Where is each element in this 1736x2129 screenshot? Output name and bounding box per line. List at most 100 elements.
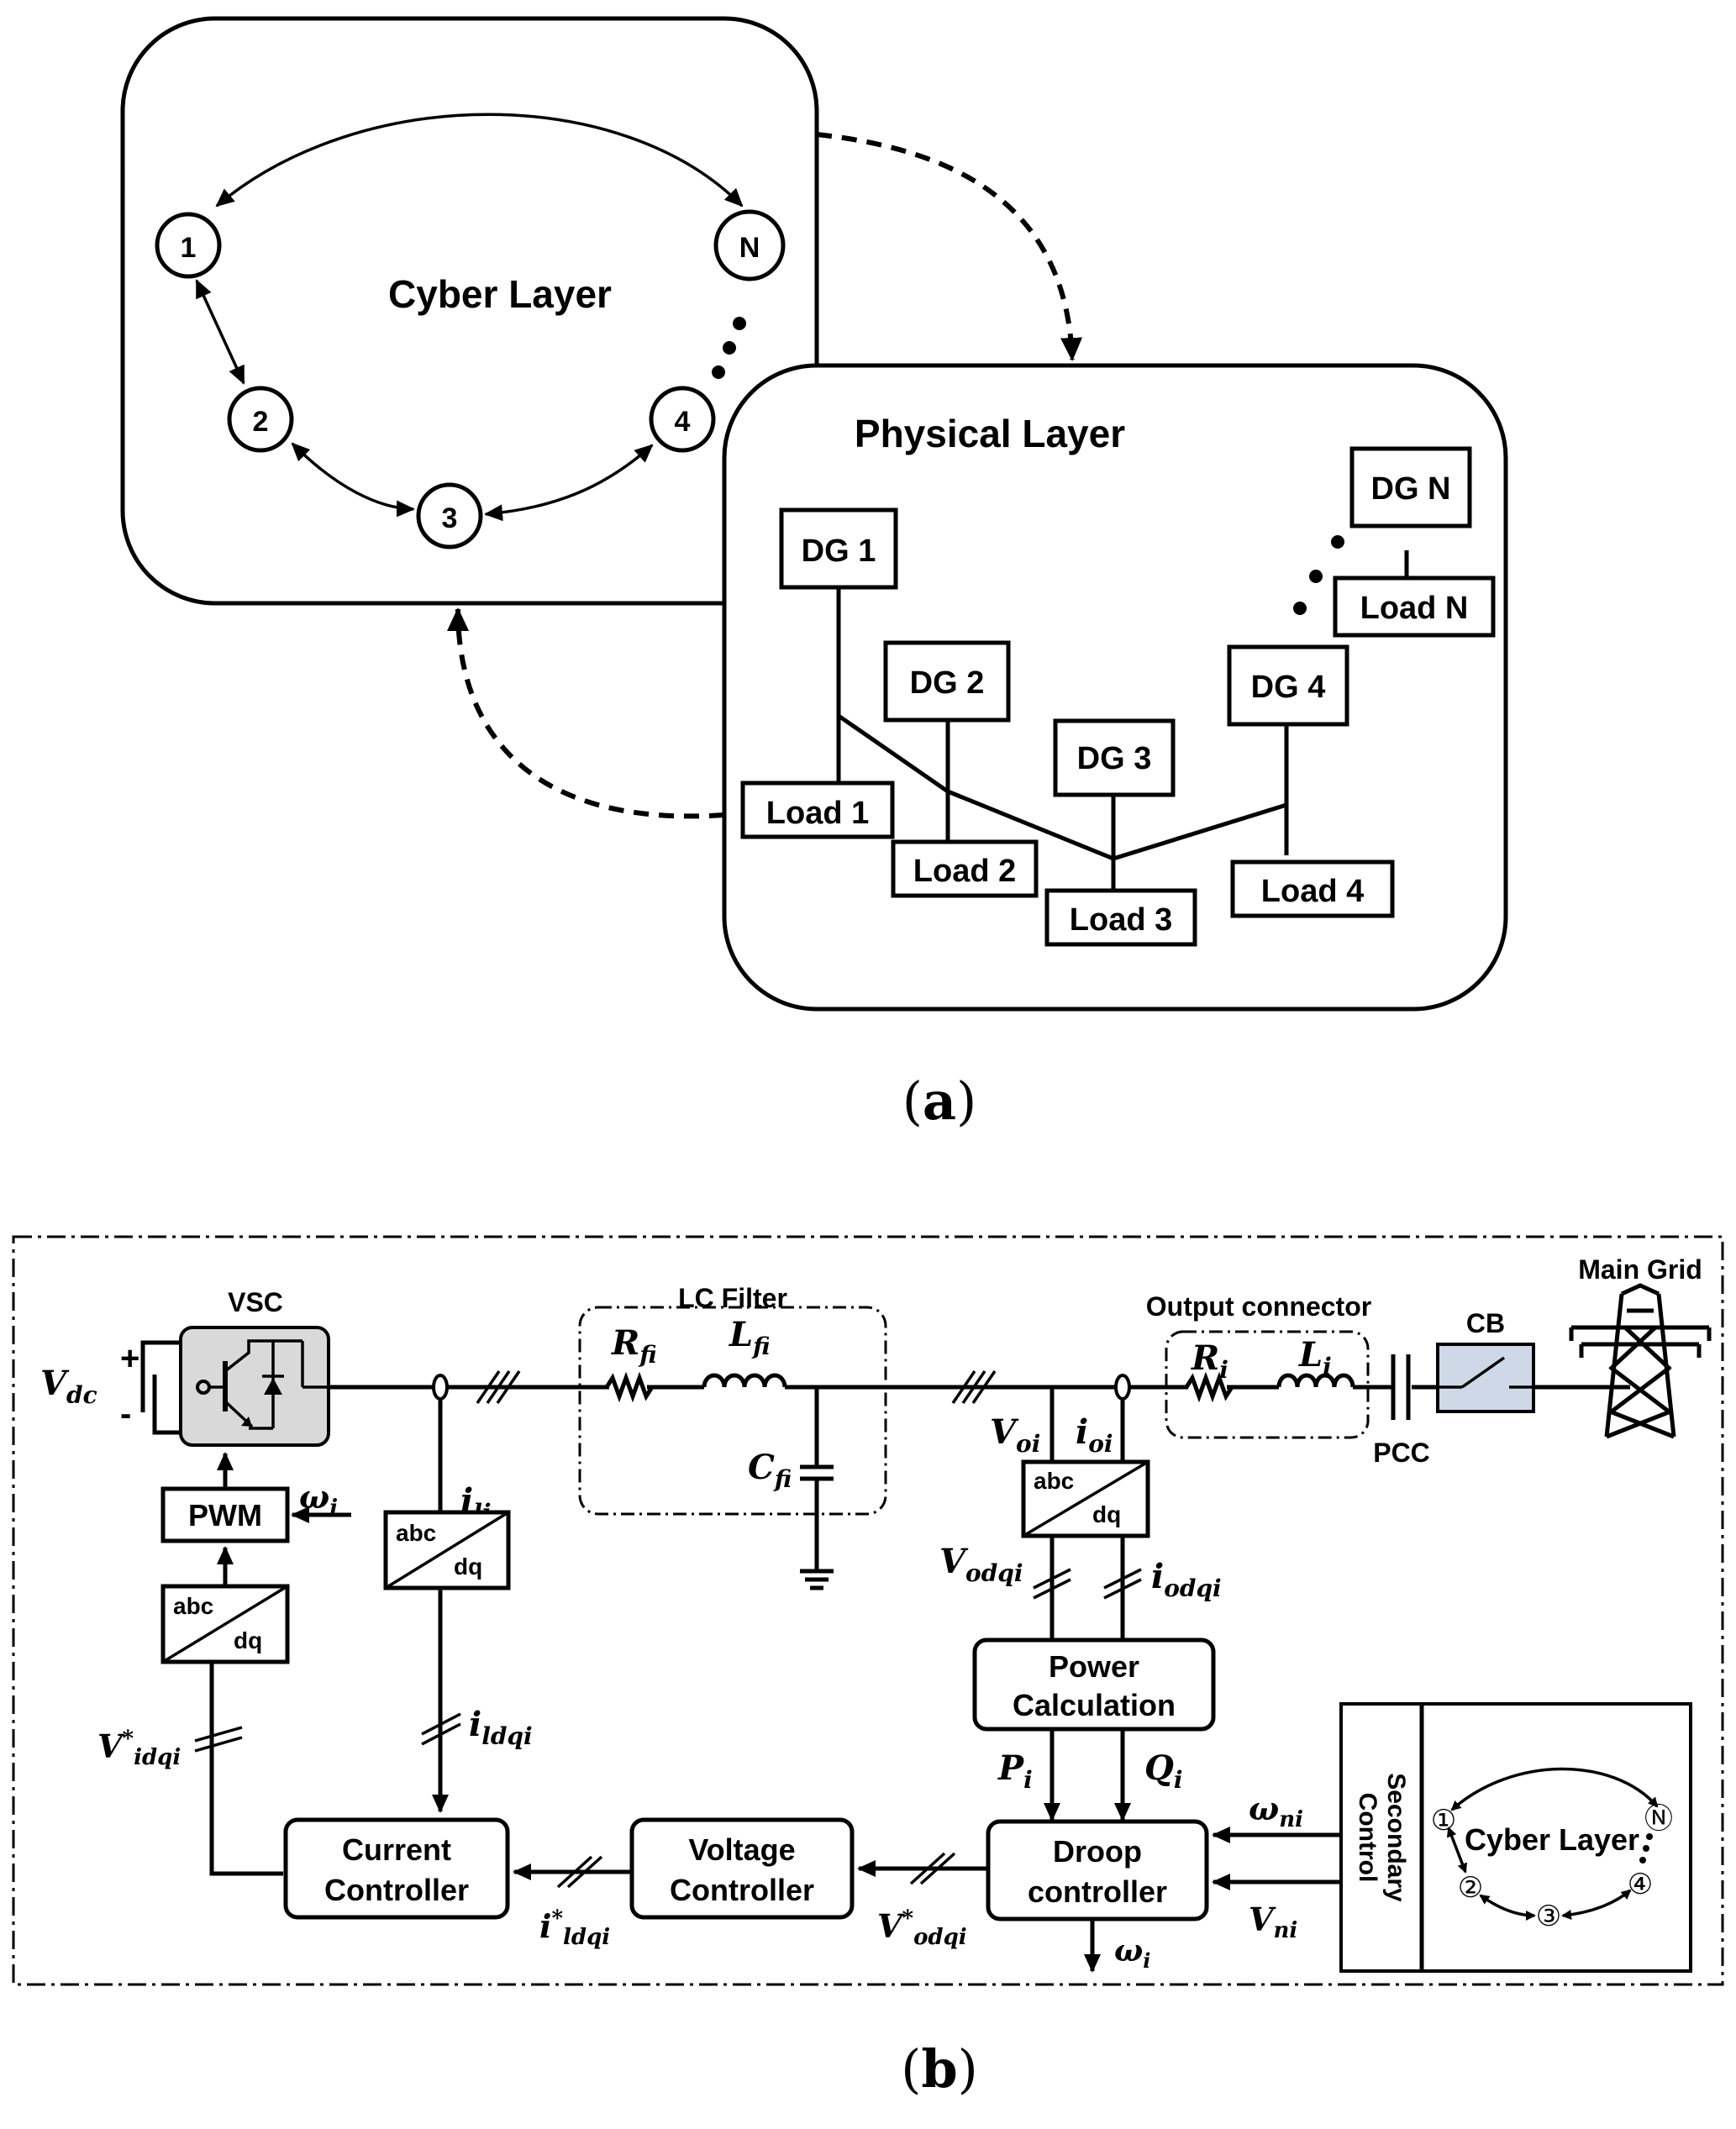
ring-link-3-4 [484, 444, 654, 522]
ildqi-bus-mark [421, 1712, 461, 1746]
cyber-to-physical-arrow [816, 132, 1083, 361]
lc-filter-label: LC Filter [678, 1283, 787, 1313]
cfi-label: Cfi [748, 1448, 792, 1493]
mini-node-3: ③ [1536, 1900, 1561, 1933]
svg-text:abc: abc [1034, 1468, 1074, 1494]
physical-layer-title: Physical Layer [855, 412, 1125, 455]
panel-a: Cyber Layer Physical Layer 1 2 3 4 N [120, 16, 1508, 1132]
svg-text:PWM: PWM [188, 1498, 262, 1532]
svg-text:Droop: Droop [1053, 1834, 1142, 1869]
svg-text:Secondary: Secondary [1382, 1773, 1410, 1902]
svg-text:Load 2: Load 2 [913, 854, 1016, 889]
li-label: Li [1298, 1335, 1332, 1380]
transmission-tower-icon [1569, 1283, 1712, 1439]
dg-1: DG 1 [779, 507, 898, 590]
output-connector-label: Output connector [1146, 1291, 1371, 1322]
svg-text:Current: Current [342, 1832, 451, 1867]
dg-4: DG 4 [1227, 644, 1349, 727]
svg-text:dq: dq [1092, 1501, 1121, 1527]
abc-dq-converter-left: abc dq [160, 1584, 290, 1664]
inductor-lfi [702, 1373, 787, 1388]
cyber-node-3: 3 [416, 482, 483, 549]
cyber-node-n: N [713, 209, 786, 281]
vsc-label: VSC [228, 1287, 283, 1317]
iodqi-label: iodqi [1151, 1557, 1222, 1602]
svg-text:Controller: Controller [324, 1873, 469, 1907]
pwm-block: PWM [160, 1486, 290, 1543]
voltage-controller-block: Voltage Controller [629, 1817, 855, 1920]
ring-link-2-3 [291, 442, 415, 518]
svg-text:4: 4 [675, 406, 691, 438]
svg-text:Power: Power [1049, 1649, 1139, 1684]
vidqi-label: V*idqi [97, 1727, 181, 1770]
ri-label: Ri [1191, 1338, 1228, 1384]
load-n: Load N [1333, 576, 1496, 638]
secondary-control-block: Secondary Control [1339, 1702, 1692, 1973]
inductor-li [1276, 1373, 1355, 1388]
cyber-ellipsis [712, 317, 746, 379]
iodqi-bus-mark [1103, 1568, 1142, 1600]
svg-text:Load 4: Load 4 [1261, 874, 1364, 909]
svg-text:Load N: Load N [1360, 591, 1469, 626]
dg-n: DG N [1349, 446, 1472, 528]
svg-text:dq: dq [454, 1553, 482, 1580]
svg-text:abc: abc [396, 1520, 436, 1546]
vodqi-bus-mark [1033, 1568, 1071, 1600]
three-phase-mark-2 [951, 1370, 997, 1404]
three-phase-mark-1 [476, 1370, 521, 1404]
svg-text:DG 1: DG 1 [802, 534, 876, 569]
circuit-breaker [1436, 1343, 1535, 1413]
caption-a: (a) [902, 1070, 977, 1132]
svg-text:Voltage: Voltage [688, 1832, 795, 1867]
physical-to-cyber-arrow [447, 607, 725, 819]
ildqi-star-bus-mark [556, 1855, 603, 1889]
svg-text:-: - [120, 1396, 131, 1432]
physical-ellipsis [1293, 535, 1344, 615]
vni-label: Vni [1249, 1900, 1297, 1943]
voi-label: Voi [990, 1412, 1040, 1458]
mini-cyber-layer: ① ② ③ ④ Ⓝ Cyber Layer [1431, 1767, 1673, 1933]
vodqi-star-bus-mark [909, 1852, 956, 1885]
svg-text:3: 3 [442, 502, 458, 534]
resistor-rfi [604, 1371, 655, 1403]
load-2: Load 2 [891, 839, 1039, 898]
svg-text:controller: controller [1028, 1874, 1167, 1909]
vodqi-label: Vodqi [939, 1542, 1023, 1587]
mini-node-2: ② [1458, 1871, 1483, 1905]
svg-text:Calculation: Calculation [1013, 1688, 1176, 1722]
svg-text:N: N [739, 232, 760, 264]
cb-label: CB [1466, 1308, 1505, 1338]
svg-text:abc: abc [173, 1593, 213, 1619]
svg-text:DG 2: DG 2 [910, 665, 985, 701]
droop-controller-block: Droop controller [986, 1819, 1209, 1921]
mini-cyber-title: Cyber Layer [1465, 1822, 1639, 1857]
lc-filter-frame [578, 1306, 887, 1516]
cyber-node-4: 4 [649, 386, 716, 453]
current-controller-block: Current Controller [283, 1817, 510, 1920]
svg-text:2: 2 [253, 406, 269, 438]
svg-text:Control: Control [1354, 1793, 1381, 1883]
omega-i-label: ωi [299, 1478, 338, 1521]
omega-ni-label: ωni [1249, 1790, 1303, 1832]
rfi-label: Rfi [611, 1323, 657, 1369]
svg-text:DG 4: DG 4 [1251, 670, 1326, 705]
vsc-block [179, 1326, 330, 1447]
omega-i-out-label: ωi [1114, 1933, 1150, 1973]
pcc-mark [1391, 1353, 1412, 1422]
pi-label: Pi [997, 1748, 1033, 1794]
vodqi-star-label: V*odqi [877, 1906, 967, 1950]
ioi-label: ioi [1076, 1412, 1113, 1458]
svg-text:+: + [120, 1340, 139, 1377]
output-connector-frame [1165, 1330, 1370, 1439]
cyber-node-2: 2 [227, 386, 294, 453]
svg-text:1: 1 [181, 232, 197, 264]
load-1: Load 1 [740, 781, 895, 839]
load-4: Load 4 [1230, 859, 1395, 918]
caption-b: (b) [901, 2038, 978, 2100]
resistor-ri [1184, 1371, 1234, 1403]
pcc-label: PCC [1373, 1438, 1430, 1468]
svg-text:Load 1: Load 1 [766, 796, 869, 831]
mini-node-1: ① [1431, 1804, 1456, 1837]
svg-text:Load 3: Load 3 [1070, 902, 1172, 938]
